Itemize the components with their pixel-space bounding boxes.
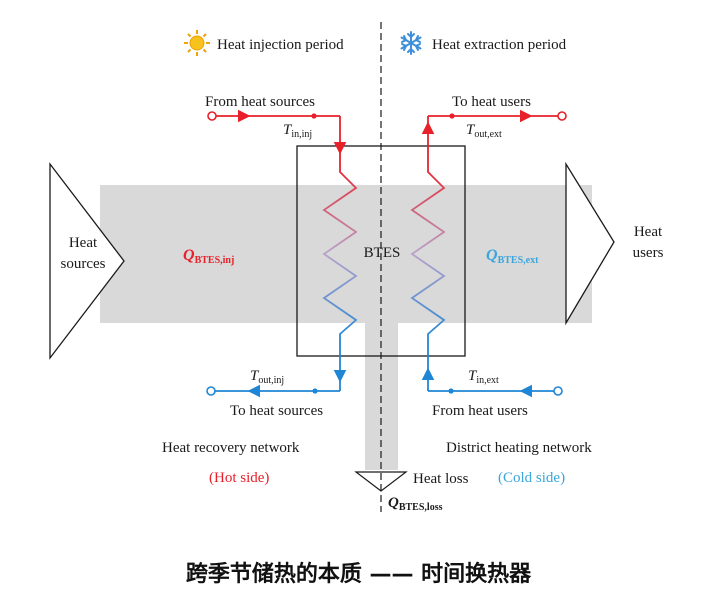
cold-side-label: (Cold side) xyxy=(498,470,565,486)
right-inlet-pipe xyxy=(421,342,563,398)
heat-sources-triangle xyxy=(49,162,125,360)
energy-band xyxy=(100,185,592,470)
heat-users-label-line2: users xyxy=(633,245,664,261)
figure-caption: 跨季节储热的本质 —— 时间换热器 xyxy=(185,562,532,587)
from-heat-users-label: From heat users xyxy=(432,403,528,419)
snowflake-icon xyxy=(400,31,422,55)
left-outlet-pipe xyxy=(206,342,347,398)
to-heat-users-label: To heat users xyxy=(452,94,531,110)
t-in-ext-label: Tin,ext xyxy=(468,368,499,386)
injection-period-label: Heat injection period xyxy=(217,37,344,53)
left-heat-exchanger-coil xyxy=(322,164,358,342)
btes-label: BTES xyxy=(364,245,401,261)
t-out-inj-label: Tout,inj xyxy=(250,368,284,386)
heat-sources-label-line2: sources xyxy=(61,256,106,272)
heat-recovery-network-label: Heat recovery network xyxy=(162,440,300,456)
q-btes-inj-label: QBTES,inj xyxy=(183,247,234,266)
heat-sources-label-line1: Heat xyxy=(69,235,98,251)
heat-loss-label: Heat loss xyxy=(413,471,469,487)
q-btes-loss-label: QBTES,loss xyxy=(388,495,443,513)
left-inlet-pipe xyxy=(207,109,347,164)
heat-users-label-line1: Heat xyxy=(634,224,663,240)
heat-loss-triangle xyxy=(354,471,408,492)
district-heating-network-label: District heating network xyxy=(446,440,592,456)
right-heat-exchanger-coil xyxy=(410,164,446,342)
t-out-ext-label: Tout,ext xyxy=(466,122,502,140)
heat-users-triangle xyxy=(565,161,615,326)
extraction-period-label: Heat extraction period xyxy=(432,37,567,53)
sun-icon xyxy=(184,30,210,56)
q-btes-ext-label: QBTES,ext xyxy=(486,247,539,266)
to-heat-sources-label: To heat sources xyxy=(230,403,323,419)
t-in-inj-label: Tin,inj xyxy=(283,122,312,140)
right-outlet-pipe xyxy=(421,109,567,164)
from-heat-sources-label: From heat sources xyxy=(205,94,315,110)
hot-side-label: (Hot side) xyxy=(209,470,269,486)
